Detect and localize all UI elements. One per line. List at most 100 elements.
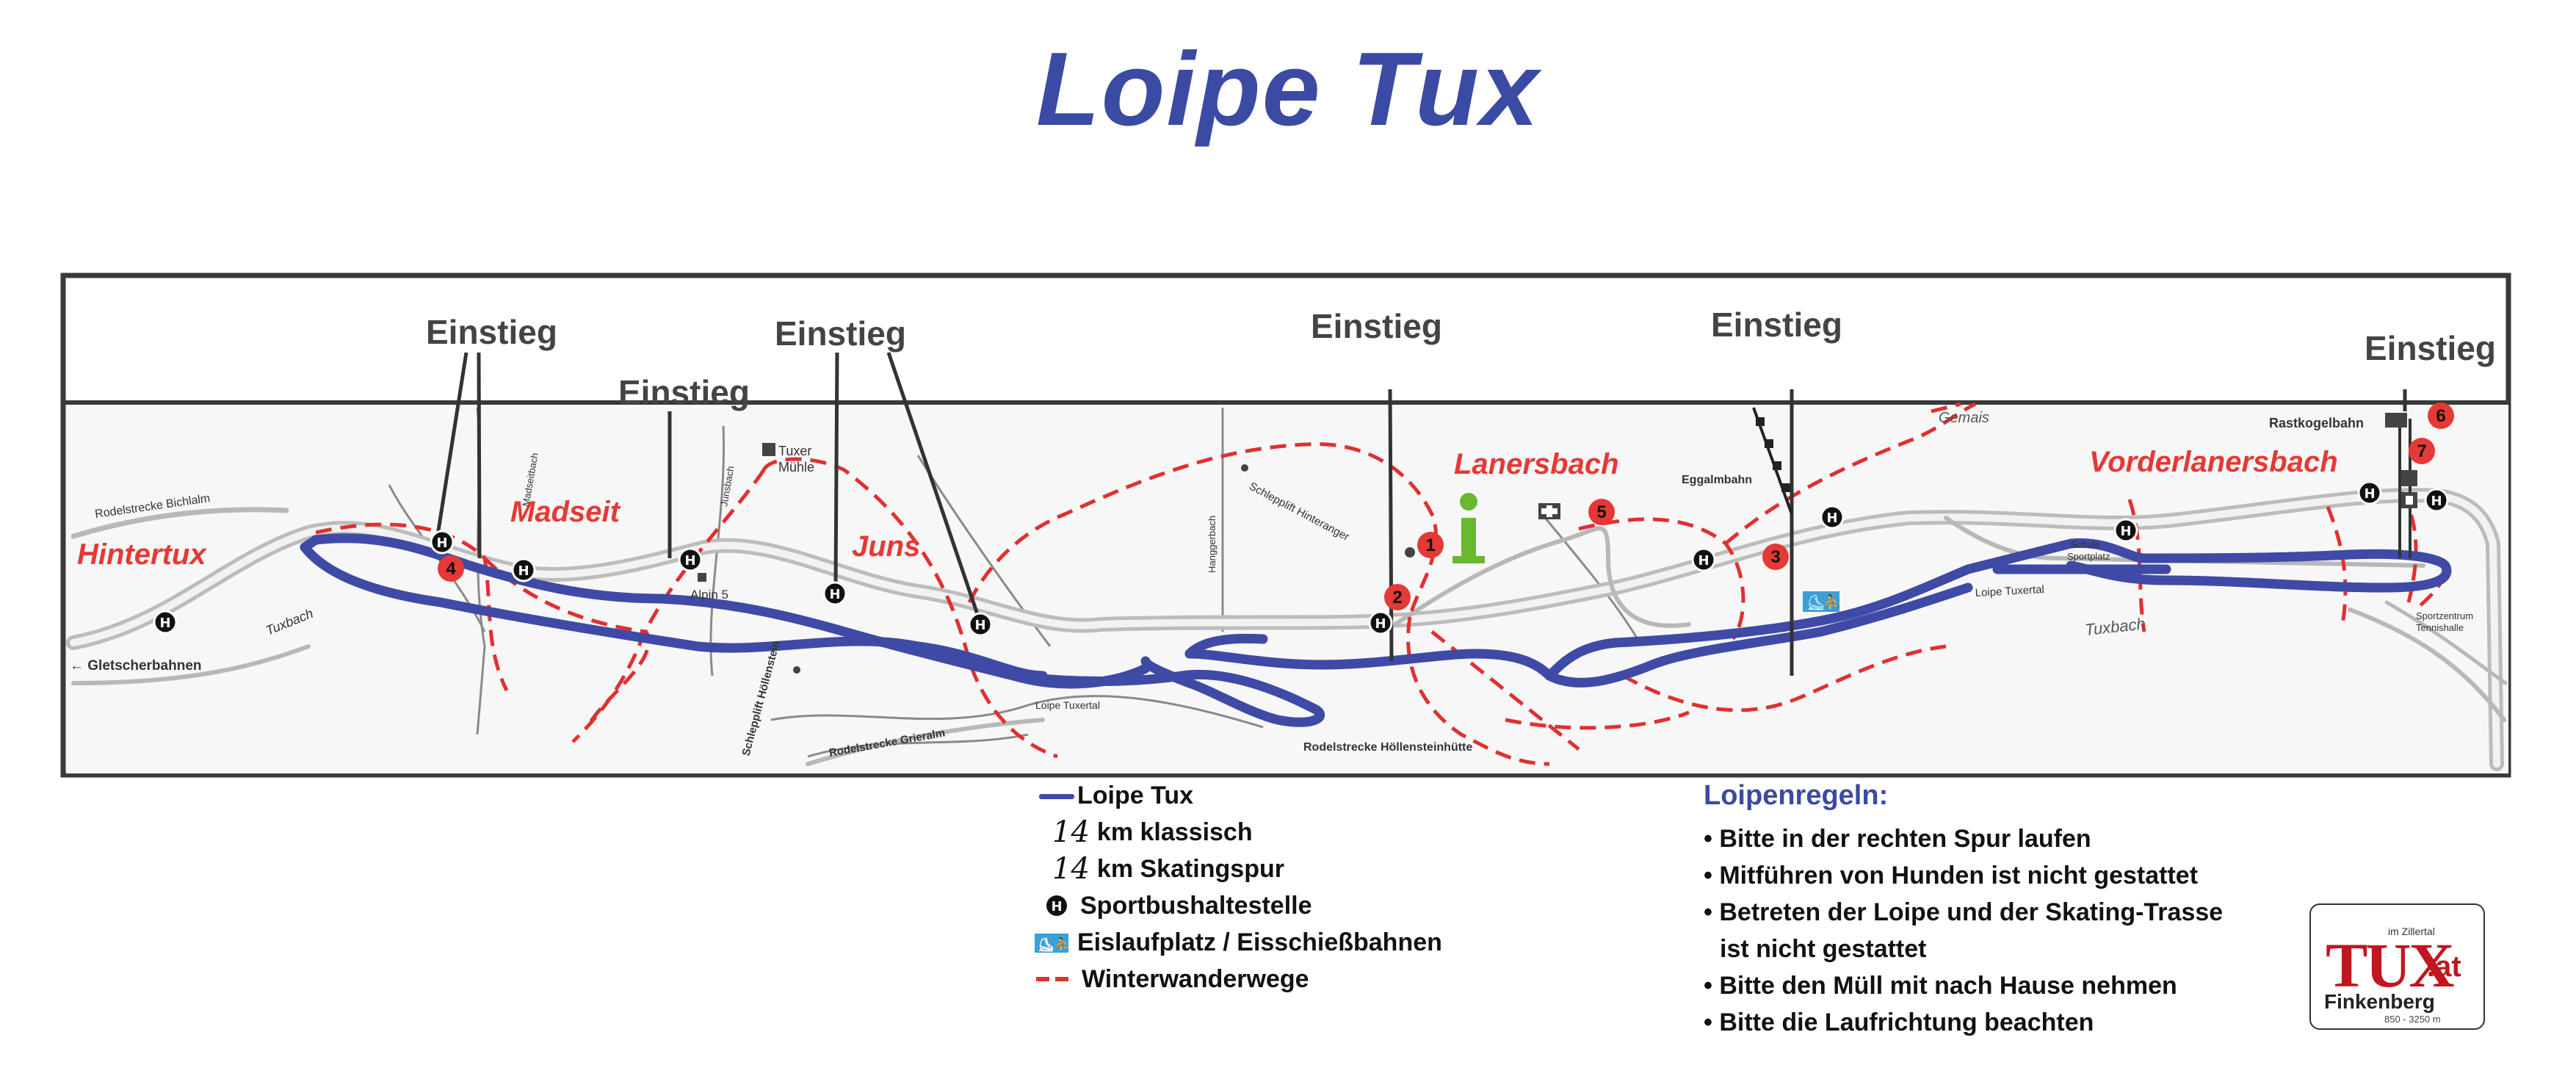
legend-winterwander-label: Winterwanderwege [1082,964,1309,993]
bus-stop-icon: H [2424,488,2449,513]
label-loipe-tuxertal-1: Loipe Tuxertal [1035,699,1100,711]
bus-stop-icon: H [678,547,703,572]
bus-stop-icon: H [1820,505,1845,530]
page-title: Loipe Tux [1036,31,1540,148]
svg-text:H: H [2364,486,2375,502]
svg-text:H: H [1698,553,1709,569]
label-sportplatz: Sportplatz [2067,551,2110,562]
label-loipe-tuxertal-2: Loipe Tuxertal [1975,583,2044,599]
place-vorderlanersbach: Vorderlanersbach [2089,446,2338,478]
svg-text:H: H [1051,899,1062,914]
marker-5: 5 [1588,499,1615,525]
legend: Loipe Tux 14 km klassisch 14 km Skatings… [1024,779,1442,999]
label-alpin5: Alpin 5 [690,588,728,602]
logo-altitude: 850 - 3250 m [2384,1014,2441,1025]
legend-klassisch: 14 km klassisch [1024,815,1442,849]
entry-label-1: Einstieg [426,313,557,351]
svg-text:H: H [2120,524,2131,539]
sportzentrum-icon [2401,470,2417,508]
rules-heading: Loipenregeln: [1704,780,1889,811]
label-gemais: Gemais [1939,410,1989,426]
tux-logo: im Zillertal TUX .at Finkenberg 850 - 32… [2309,903,2485,1030]
rastkogelbahn-station-icon [2385,413,2407,427]
alpin5-icon [698,573,706,582]
svg-text:1: 1 [1425,535,1435,555]
bus-stop-icon: H [1024,891,1068,920]
label-tuxer-2: Mühle [778,460,814,475]
svg-text:H: H [436,535,447,551]
place-madseit: Madseit [510,496,621,528]
rule-3: • Betreten der Loipe und der Skating-Tra… [1704,898,2224,926]
svg-text:H: H [1375,616,1386,632]
lanersbach-lift-marker [1405,547,1415,558]
legend-klassisch-label: km klassisch [1096,818,1253,846]
marker-7: 7 [2409,438,2435,464]
svg-text:4: 4 [446,559,456,579]
entry-label-2: Einstieg [618,373,750,411]
hospital-icon [1538,503,1560,519]
entry-label-4: Einstieg [1311,307,1442,345]
legend-winterwander: Winterwanderwege [1024,962,1442,996]
legend-loipe: Loipe Tux [1024,779,1442,812]
svg-text:H: H [684,553,695,569]
legend-skating-value: 14 [1052,852,1090,886]
rule-1: • Bitte in der rechten Spur laufen [1704,825,2091,853]
numbered-markers: 1 2 3 4 5 67 [438,403,2454,610]
marker-1: 1 [1417,532,1444,558]
info-icon [1452,493,1485,563]
legend-bus-label: Sportbushaltestelle [1080,891,1312,920]
place-lanersbach: Lanersbach [1454,448,1619,480]
legend-eislauf: ⛸⛹ Eislaufplatz / Eisschießbahnen [1024,926,1442,959]
map-area [66,403,2508,773]
rule-3-continued: ist nicht gestattet [1720,935,1927,963]
bus-stops: H H H H H H H H H H H H [153,480,2449,637]
label-rastkogelbahn: Rastkogelbahn [2269,416,2364,430]
rule-5: • Bitte die Laufrichtung beachten [1704,1009,2094,1036]
bus-stop-icon: H [511,558,536,582]
logo-region: im Zillertal [2388,926,2435,937]
dashed-line-icon [1024,964,1074,994]
logo-domain: .at [2427,950,2461,983]
label-eggalmbahn: Eggalmbahn [1682,474,1752,486]
bus-stop-icon: H [430,530,455,555]
svg-text:3: 3 [1770,547,1780,567]
svg-text:2: 2 [1392,588,1402,607]
bus-stop-icon: H [1368,610,1393,635]
marker-4: 4 [438,555,464,582]
svg-text:H: H [974,618,985,633]
svg-text:H: H [159,616,170,631]
svg-text:6: 6 [2436,406,2445,426]
legend-bus: H Sportbushaltestelle [1024,889,1442,923]
legend-eislauf-label: Eislaufplatz / Eisschießbahnen [1077,928,1442,956]
marker-6: 6 [2428,403,2454,429]
legend-loipe-label: Loipe Tux [1077,781,1194,809]
bus-stop-icon: H [2113,518,2138,543]
bus-stop-icon: H [968,612,993,637]
label-gletscherbahnen: ← Gletscherbahnen [70,658,202,674]
entry-label-6: Einstieg [2365,329,2496,367]
marker-2: 2 [1384,584,1411,610]
label-hanggerbach: Hanggerbach [1206,516,1218,573]
tuxer-muehle-icon [762,443,775,456]
trail-rules: Loipenregeln: • Bitte in der rechten Spu… [1704,780,2223,1041]
svg-text:⛸: ⛸ [1806,593,1825,611]
svg-text:H: H [2431,494,2442,509]
bus-stop-icon: H [153,610,178,635]
place-hintertux: Hintertux [77,538,207,571]
bus-stop-icon: H [822,581,847,606]
svg-text:H: H [1826,510,1837,526]
entry-label-3: Einstieg [775,314,906,353]
hinteranger-lift-end [1241,464,1248,472]
marker-3: 3 [1762,544,1789,570]
logo-brand: TUX [2326,930,2455,1000]
svg-text:7: 7 [2417,441,2426,461]
entry-pointers [435,352,2412,676]
roads [66,488,2508,771]
label-tennishalle: Tennishalle [2416,622,2464,633]
legend-skating-label: km Skatingspur [1096,854,1284,883]
eggalmbahn-lift-icon [1752,407,1793,515]
legend-klassisch-value: 14 [1052,815,1090,849]
loipe-line-icon [1024,781,1074,810]
legend-skating: 14 km Skatingspur [1024,852,1442,886]
